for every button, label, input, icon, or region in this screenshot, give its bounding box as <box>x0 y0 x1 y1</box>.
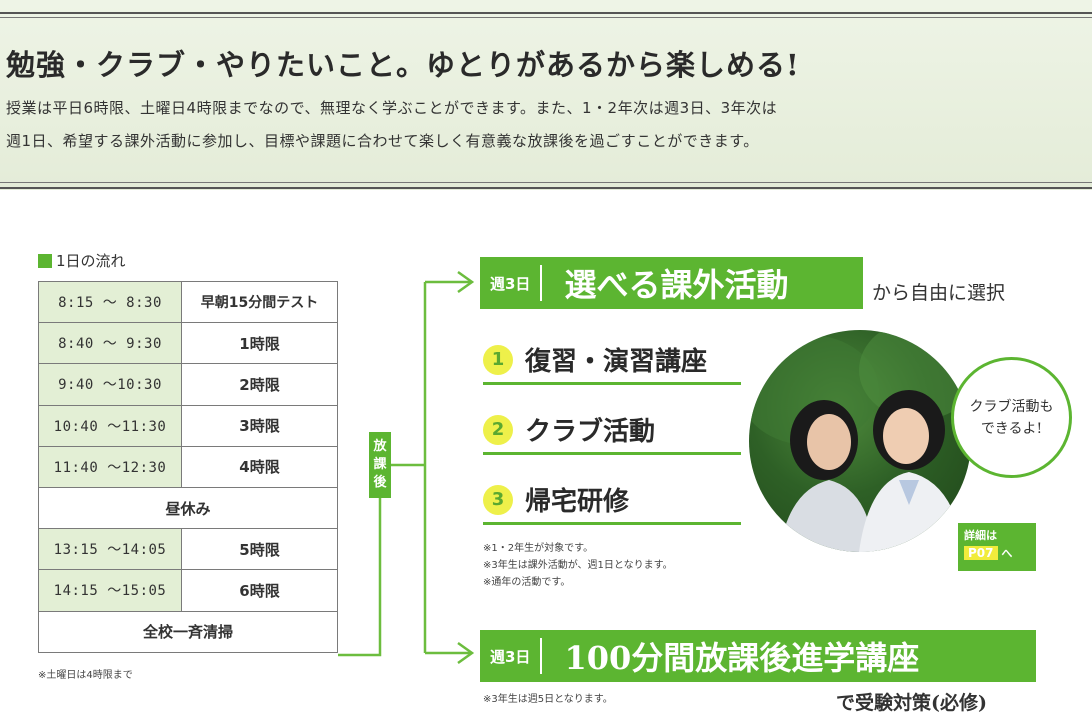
lecture-title: 100分間放課後進学講座 <box>564 639 920 677</box>
period-cell: 1時限 <box>181 322 338 365</box>
page-headline: 勉強・クラブ・やりたいこと。ゆとりがあるから楽しめる! <box>6 48 800 82</box>
header-band <box>0 0 1092 190</box>
detail-arrow: へ <box>1001 547 1013 560</box>
table-row: 8:15 ～ 8:30 早朝15分間テスト <box>38 280 338 324</box>
arrow-right-icon <box>457 641 475 665</box>
table-row: 全校一斉清掃 <box>38 610 338 653</box>
header-rule <box>0 187 1092 189</box>
lecture-note: ※3年生は週5日となります。 <box>483 694 613 705</box>
header-rule <box>0 182 1092 183</box>
period-cell: 6時限 <box>181 569 338 612</box>
club-speech-bubble: クラブ活動も できるよ! <box>951 357 1072 478</box>
activity-item: 2 クラブ活動 <box>483 407 741 455</box>
detail-link[interactable]: 詳細は P07 へ <box>958 523 1036 571</box>
table-row: 11:40 ～12:30 4時限 <box>38 445 338 488</box>
square-bullet-icon <box>38 253 52 268</box>
activity-notes: ※1・2年生が対象です。 ※3年生は課外活動が、週1日となります。 ※通年の活動… <box>483 543 673 588</box>
header-rule <box>0 17 1092 18</box>
time-cell: 8:15 ～ 8:30 <box>38 280 182 324</box>
extracurricular-banner: 週3日 選べる課外活動 <box>480 257 863 309</box>
students-photo <box>749 330 971 552</box>
activity-item: 1 復習・演習講座 <box>483 337 741 385</box>
after-school-label: 放 課 後 <box>369 432 391 498</box>
schedule-label: 1日の流れ <box>38 250 126 271</box>
time-cell: 14:15 ～15:05 <box>38 569 182 612</box>
time-cell: 11:40 ～12:30 <box>38 445 182 488</box>
time-cell: 13:15 ～14:05 <box>38 528 182 571</box>
lecture-suffix: で受験対策(必修) <box>836 692 987 714</box>
table-row: 14:15 ～15:05 6時限 <box>38 569 338 612</box>
time-cell: 9:40 ～10:30 <box>38 363 182 406</box>
cleaning-cell: 全校一斉清掃 <box>38 610 338 653</box>
intro-text: 授業は平日6時限、土曜日4時限までなので、無理なく学ぶことができます。また、1・… <box>6 99 778 117</box>
period-cell: 5時限 <box>181 528 338 571</box>
students-illustration <box>749 330 971 552</box>
period-cell: 2時限 <box>181 363 338 406</box>
period-cell: 3時限 <box>181 404 338 447</box>
arrow-right-icon <box>457 270 475 294</box>
table-row: 8:40 ～ 9:30 1時限 <box>38 322 338 365</box>
activity-label: クラブ活動 <box>525 417 656 447</box>
page-ref-badge: P07 <box>964 546 998 560</box>
time-cell: 8:40 ～ 9:30 <box>38 322 182 365</box>
week-badge: 週3日 <box>480 638 543 674</box>
period-cell: 4時限 <box>181 445 338 488</box>
lecture-banner: 週3日 100分間放課後進学講座 <box>480 630 1036 682</box>
number-badge: 2 <box>483 414 513 445</box>
flow-connector <box>338 270 475 665</box>
number-badge: 3 <box>483 484 513 515</box>
extracurricular-suffix: から自由に選択 <box>872 282 1006 304</box>
week-badge: 週3日 <box>480 265 543 301</box>
activity-label: 復習・演習講座 <box>525 347 708 377</box>
period-cell: 早朝15分間テスト <box>181 280 338 324</box>
table-row: 昼休み <box>38 486 338 530</box>
saturday-note: ※土曜日は4時限まで <box>38 670 133 681</box>
schedule-table: 8:15 ～ 8:30 早朝15分間テスト 8:40 ～ 9:30 1時限 9:… <box>38 280 338 653</box>
time-cell: 10:40 ～11:30 <box>38 404 182 447</box>
number-badge: 1 <box>483 344 513 375</box>
table-row: 9:40 ～10:30 2時限 <box>38 363 338 406</box>
table-row: 13:15 ～14:05 5時限 <box>38 528 338 571</box>
activity-label: 帰宅研修 <box>525 487 630 517</box>
activity-item: 3 帰宅研修 <box>483 477 741 525</box>
header-rule <box>0 12 1092 14</box>
lunch-break-cell: 昼休み <box>38 486 338 530</box>
table-row: 10:40 ～11:30 3時限 <box>38 404 338 447</box>
intro-text: 週1日、希望する課外活動に参加し、目標や課題に合わせて楽しく有意義な放課後を過ご… <box>6 132 759 150</box>
extracurricular-title: 選べる課外活動 <box>564 266 789 304</box>
